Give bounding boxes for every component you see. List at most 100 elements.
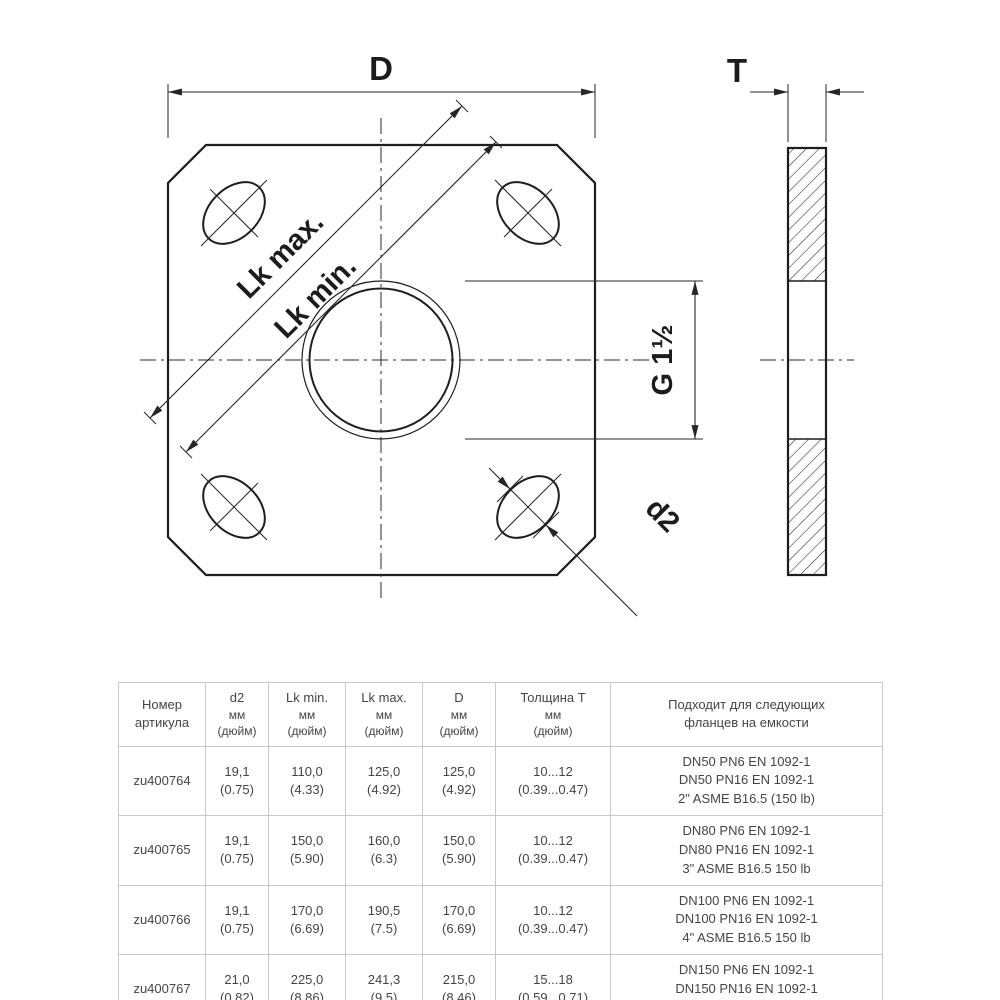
value-inch: (0.59...0.71) <box>517 990 589 1000</box>
header-t-unit-mm: мм <box>544 708 562 723</box>
value-mm: 10...12 <box>533 763 573 779</box>
table-row: zu400766 19,1 (0.75) 170,0 (6.69) 190,5 … <box>118 884 883 956</box>
value-inch: (8.46) <box>442 990 476 1000</box>
dimension-T: T <box>727 52 864 142</box>
value-mm: 150,0 <box>442 833 476 849</box>
dim-g-label: G 1½ <box>647 325 679 396</box>
value-inch: (4.33) <box>290 781 324 797</box>
header-d-unit-mm: мм <box>450 708 468 723</box>
dimensions-table: Номер артикула d2 мм (дюйм) Lk min. мм (… <box>118 682 883 1000</box>
cell-article: zu400766 <box>118 884 206 956</box>
value-mm: 170,0 <box>442 902 476 918</box>
header-d2-unit-mm: мм <box>228 708 246 723</box>
dim-d2-label: d2 <box>639 492 686 539</box>
cell-d2: 19,1 (0.75) <box>205 745 269 817</box>
fits-line2: DN100 PN16 EN 1092-1 <box>675 911 818 927</box>
article-number: zu400764 <box>133 772 191 788</box>
cell-thickness: 10...12 (0.39...0.47) <box>495 815 611 886</box>
header-d-title: D <box>454 690 464 705</box>
value-mm: 215,0 <box>442 972 476 988</box>
value-inch: (0.39...0.47) <box>517 920 589 936</box>
table-header-row: Номер артикула d2 мм (дюйм) Lk min. мм (… <box>118 682 883 747</box>
dim-d-label: D <box>369 50 393 87</box>
value-inch: (0.82) <box>220 990 254 1000</box>
value-mm: 110,0 <box>291 763 323 779</box>
value-inch: (0.39...0.47) <box>517 781 589 797</box>
value-inch: (5.90) <box>290 851 324 867</box>
header-lkmin-unit-mm: мм <box>298 708 316 723</box>
header-d-unit-inch: (дюйм) <box>439 724 479 739</box>
header-d2-unit-inch: (дюйм) <box>217 724 257 739</box>
value-mm: 19,1 <box>224 763 250 779</box>
cell-d: 150,0 (5.90) <box>422 815 496 886</box>
cell-lk-max: 160,0 (6.3) <box>345 815 423 886</box>
value-mm: 10...12 <box>533 833 573 849</box>
col-header-lk-max: Lk max. мм (дюйм) <box>345 682 423 747</box>
cell-d: 125,0 (4.92) <box>422 745 496 817</box>
fits-line3: 3" ASME B16.5 150 lb <box>682 860 811 876</box>
value-inch: (0.39...0.47) <box>517 851 589 867</box>
cell-lk-max: 241,3 (9.5) <box>345 954 423 1000</box>
slot-hole-bottom-left <box>200 473 268 541</box>
dimension-d2: d2 <box>488 467 686 617</box>
table-row: zu400764 19,1 (0.75) 110,0 (4.33) 125,0 … <box>118 745 883 817</box>
value-inch: (6.3) <box>370 851 398 867</box>
cell-lk-min: 150,0 (5.90) <box>268 815 346 886</box>
col-header-fits: Подходит для следующих фланцев на емкост… <box>610 682 883 747</box>
header-lkmax-unit-inch: (дюйм) <box>364 724 404 739</box>
cell-thickness: 10...12 (0.39...0.47) <box>495 745 611 817</box>
technical-drawing: D Lk max. Lk min. G 1½ d2 <box>140 50 864 617</box>
value-mm: 150,0 <box>290 833 324 849</box>
cell-article: zu400765 <box>118 815 206 886</box>
side-view-outline <box>786 146 828 577</box>
header-lkmax-unit-mm: мм <box>375 708 393 723</box>
value-mm: 190,5 <box>367 902 401 918</box>
fits-line1: DN150 PN6 EN 1092-1 <box>678 962 815 978</box>
value-mm: 10...12 <box>533 902 573 918</box>
slot-hole-top-left <box>200 179 268 247</box>
cell-fits: DN50 PN6 EN 1092-1 DN50 PN16 EN 1092-1 2… <box>610 745 883 817</box>
header-lkmin-unit-inch: (дюйм) <box>287 724 327 739</box>
value-inch: (0.75) <box>220 781 254 797</box>
cell-fits: DN80 PN6 EN 1092-1 DN80 PN16 EN 1092-1 3… <box>610 815 883 886</box>
header-article-line1: Номер <box>141 697 182 713</box>
article-number: zu400765 <box>133 842 191 858</box>
slot-hole-top-right <box>494 179 562 247</box>
fits-line2: DN150 PN16 EN 1092-1 <box>675 981 818 996</box>
value-mm: 170,0 <box>290 902 324 918</box>
value-mm: 19,1 <box>224 833 250 849</box>
value-mm: 125,0 <box>442 763 476 779</box>
front-view <box>140 118 656 603</box>
cell-d2: 19,1 (0.75) <box>205 815 269 886</box>
value-inch: (0.75) <box>220 920 254 936</box>
value-mm: 15...18 <box>533 972 573 988</box>
value-inch: (4.92) <box>367 781 401 797</box>
col-header-article: Номер артикула <box>118 682 206 747</box>
value-inch: (5.90) <box>442 851 476 867</box>
value-inch: (6.69) <box>290 920 324 936</box>
side-view <box>760 146 854 577</box>
cell-d: 170,0 (6.69) <box>422 884 496 956</box>
fits-line1: DN80 PN6 EN 1092-1 <box>682 823 811 839</box>
cell-d2: 19,1 (0.75) <box>205 884 269 956</box>
side-view-hatch-bottom <box>789 439 825 574</box>
cell-d: 215,0 (8.46) <box>422 954 496 1000</box>
value-mm: 225,0 <box>290 972 324 988</box>
fits-line2: DN80 PN16 EN 1092-1 <box>678 841 815 857</box>
value-inch: (9.5) <box>370 990 398 1000</box>
cell-thickness: 15...18 (0.59...0.71) <box>495 954 611 1000</box>
cell-lk-max: 125,0 (4.92) <box>345 745 423 817</box>
fits-line3: 4" ASME B16.5 150 lb <box>682 930 811 946</box>
cell-lk-max: 190,5 (7.5) <box>345 884 423 956</box>
cell-lk-min: 110,0 (4.33) <box>268 745 346 817</box>
fits-line3: 2" ASME B16.5 (150 lb) <box>678 791 815 807</box>
col-header-d: D мм (дюйм) <box>422 682 496 747</box>
dim-t-label: T <box>727 52 747 89</box>
value-inch: (6.69) <box>442 920 476 936</box>
cell-article: zu400767 <box>118 954 206 1000</box>
slot-hole-bottom-right <box>494 473 562 541</box>
header-article-line2: артикула <box>134 715 190 731</box>
value-mm: 125,0 <box>367 763 401 779</box>
cell-d2: 21,0 (0.82) <box>205 954 269 1000</box>
